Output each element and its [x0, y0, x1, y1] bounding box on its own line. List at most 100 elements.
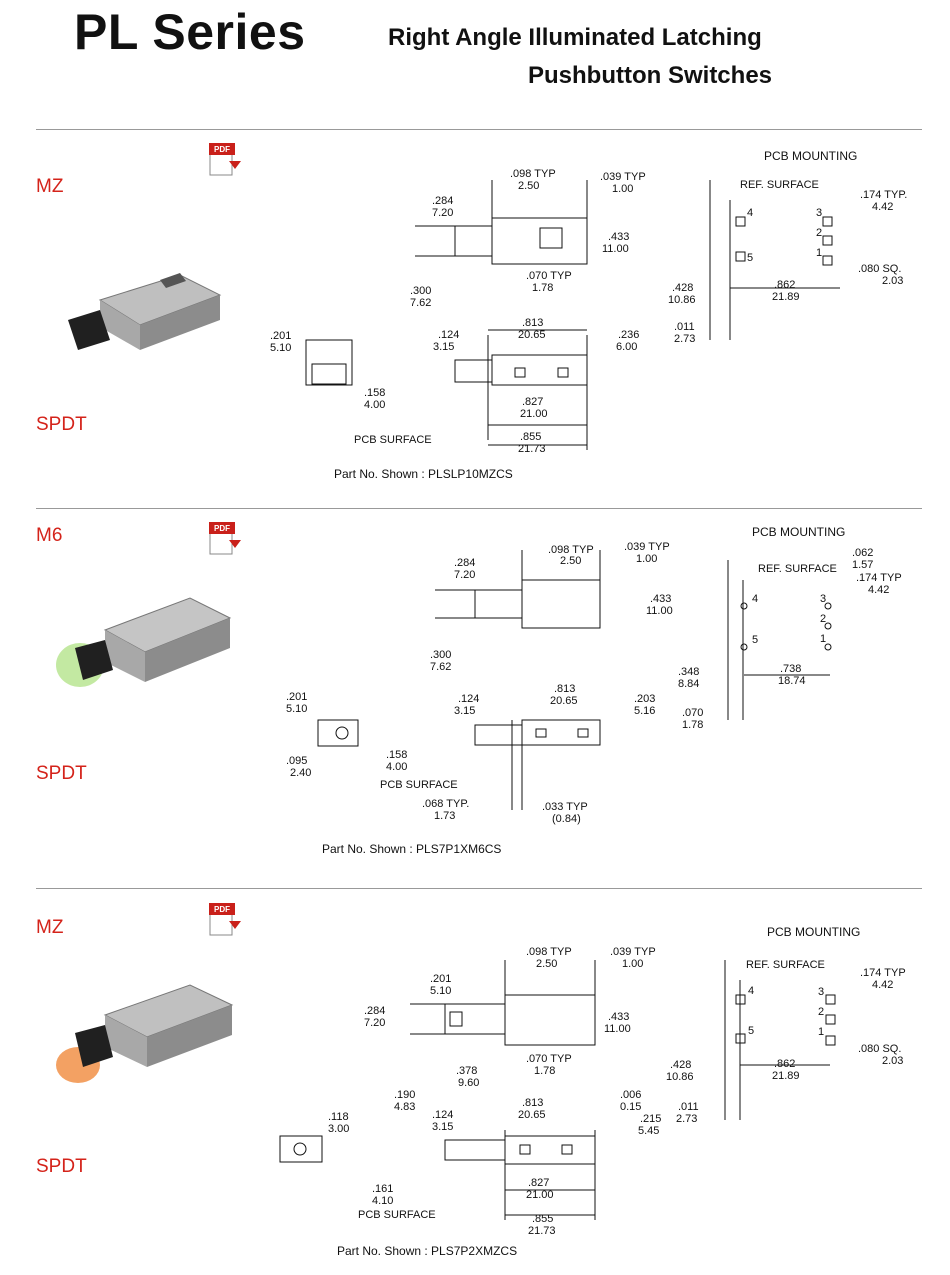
svg-text:7.20: 7.20 — [364, 1017, 385, 1029]
svg-text:3.15: 3.15 — [432, 1121, 453, 1133]
svg-text:5.10: 5.10 — [286, 703, 307, 715]
svg-text:.433: .433 — [608, 1011, 629, 1023]
svg-text:2.50: 2.50 — [518, 180, 539, 192]
svg-text:.095: .095 — [286, 755, 307, 767]
svg-text:.300: .300 — [410, 285, 431, 297]
svg-text:9.60: 9.60 — [458, 1077, 479, 1089]
svg-text:.201: .201 — [430, 973, 451, 985]
svg-text:3.15: 3.15 — [454, 705, 475, 717]
pdf-download-icon[interactable]: PDF — [209, 143, 241, 177]
svg-text:2.50: 2.50 — [560, 555, 581, 567]
svg-text:.039 TYP: .039 TYP — [610, 946, 656, 958]
svg-text:20.65: 20.65 — [550, 695, 578, 707]
part-number: Part No. Shown : PLS7P2XMZCS — [337, 1244, 518, 1258]
svg-text:.062: .062 — [852, 547, 873, 559]
svg-text:5.10: 5.10 — [430, 985, 451, 997]
svg-text:21.00: 21.00 — [520, 408, 548, 420]
svg-text:11.00: 11.00 — [602, 243, 629, 255]
svg-text:3: 3 — [816, 207, 822, 219]
svg-text:.158: .158 — [364, 387, 385, 399]
svg-text:.158: .158 — [386, 749, 407, 761]
svg-text:11.00: 11.00 — [646, 605, 673, 617]
switch-photo — [56, 597, 232, 687]
svg-text:.124: .124 — [432, 1109, 453, 1121]
svg-text:4: 4 — [752, 593, 758, 605]
svg-text:20.65: 20.65 — [518, 1109, 546, 1121]
svg-text:4: 4 — [748, 985, 754, 997]
svg-text:21.00: 21.00 — [526, 1189, 554, 1201]
svg-text:.124: .124 — [438, 329, 459, 341]
svg-text:.080 SQ.: .080 SQ. — [858, 1043, 901, 1055]
svg-text:1.73: 1.73 — [434, 810, 455, 822]
svg-text:5: 5 — [752, 634, 758, 646]
svg-text:7.62: 7.62 — [430, 661, 451, 673]
svg-text:PCB SURFACE: PCB SURFACE — [358, 1209, 436, 1221]
svg-text:.378: .378 — [456, 1065, 477, 1077]
svg-text:.033 TYP: .033 TYP — [542, 801, 588, 813]
svg-text:7.20: 7.20 — [432, 207, 453, 219]
svg-text:4: 4 — [747, 207, 753, 219]
svg-text:PCB SURFACE: PCB SURFACE — [354, 434, 432, 446]
section-divider — [36, 129, 922, 130]
pole-label: SPDT — [36, 1156, 87, 1177]
svg-text:.098 TYP: .098 TYP — [510, 168, 556, 180]
pdf-download-icon[interactable]: PDF — [209, 522, 241, 556]
svg-text:.070: .070 — [682, 707, 703, 719]
svg-text:PCB SURFACE: PCB SURFACE — [380, 779, 458, 791]
svg-text:.348: .348 — [678, 666, 699, 678]
svg-text:.098 TYP: .098 TYP — [548, 544, 594, 556]
svg-text:4.42: 4.42 — [872, 979, 893, 991]
svg-text:.174 TYP: .174 TYP — [856, 572, 902, 584]
svg-text:21.73: 21.73 — [528, 1225, 556, 1235]
svg-text:4.00: 4.00 — [386, 761, 407, 773]
svg-text:3.15: 3.15 — [433, 341, 454, 353]
svg-text:.862: .862 — [774, 1058, 795, 1070]
svg-text:REF. SURFACE: REF. SURFACE — [758, 563, 837, 575]
pole-label: SPDT — [36, 414, 87, 435]
svg-text:6.00: 6.00 — [616, 341, 637, 353]
svg-text:.203: .203 — [634, 693, 655, 705]
section-divider — [36, 888, 922, 889]
svg-text:1.78: 1.78 — [534, 1065, 555, 1077]
svg-text:3: 3 — [818, 986, 824, 998]
svg-text:.300: .300 — [430, 649, 451, 661]
svg-text:1.78: 1.78 — [682, 719, 703, 731]
svg-text:.855: .855 — [532, 1213, 553, 1225]
svg-text:.284: .284 — [364, 1005, 385, 1017]
svg-text:2: 2 — [818, 1006, 824, 1018]
svg-text:.215: .215 — [640, 1113, 661, 1125]
page-subtitle-line2: Pushbutton Switches — [528, 62, 773, 89]
svg-text:7.62: 7.62 — [410, 297, 431, 309]
svg-text:.284: .284 — [454, 557, 475, 569]
svg-text:11.00: 11.00 — [604, 1023, 631, 1035]
part-number: Part No. Shown : PLS7P1XM6CS — [322, 842, 502, 856]
svg-text:.738: .738 — [780, 663, 801, 675]
svg-text:.201: .201 — [286, 691, 307, 703]
svg-text:21.89: 21.89 — [772, 291, 800, 303]
svg-text:.068 TYP.: .068 TYP. — [422, 798, 469, 810]
dimension-drawing: .098 TYP 2.50 .039 TYP 1.00 .284 7.20 .4… — [286, 525, 902, 825]
svg-text:.174 TYP: .174 TYP — [860, 967, 906, 979]
svg-text:.201: .201 — [270, 330, 291, 342]
svg-text:2: 2 — [816, 227, 822, 239]
svg-text:5: 5 — [748, 1025, 754, 1037]
svg-text:1.00: 1.00 — [612, 183, 633, 195]
svg-text:.813: .813 — [522, 1097, 543, 1109]
svg-text:4.83: 4.83 — [394, 1101, 415, 1113]
model-label: M6 — [36, 525, 63, 546]
pdf-download-icon[interactable]: PDF — [209, 903, 241, 937]
svg-text:21.73: 21.73 — [518, 443, 546, 455]
switch-photo — [56, 984, 234, 1083]
svg-text:1: 1 — [820, 633, 826, 645]
model-label: MZ — [36, 917, 64, 938]
svg-text:.006: .006 — [620, 1089, 641, 1101]
svg-text:1.00: 1.00 — [636, 553, 657, 565]
svg-text:5.45: 5.45 — [638, 1125, 659, 1137]
svg-text:.428: .428 — [672, 282, 693, 294]
part-number: Part No. Shown : PLSLP10MZCS — [334, 467, 513, 481]
dimension-drawing: .098 TYP 2.50 .039 TYP 1.00 .201 5.10 .2… — [279, 925, 906, 1235]
svg-text:PCB MOUNTING: PCB MOUNTING — [767, 925, 860, 939]
svg-text:.236: .236 — [618, 329, 639, 341]
svg-text:1: 1 — [816, 247, 822, 259]
svg-text:.118: .118 — [328, 1111, 349, 1123]
